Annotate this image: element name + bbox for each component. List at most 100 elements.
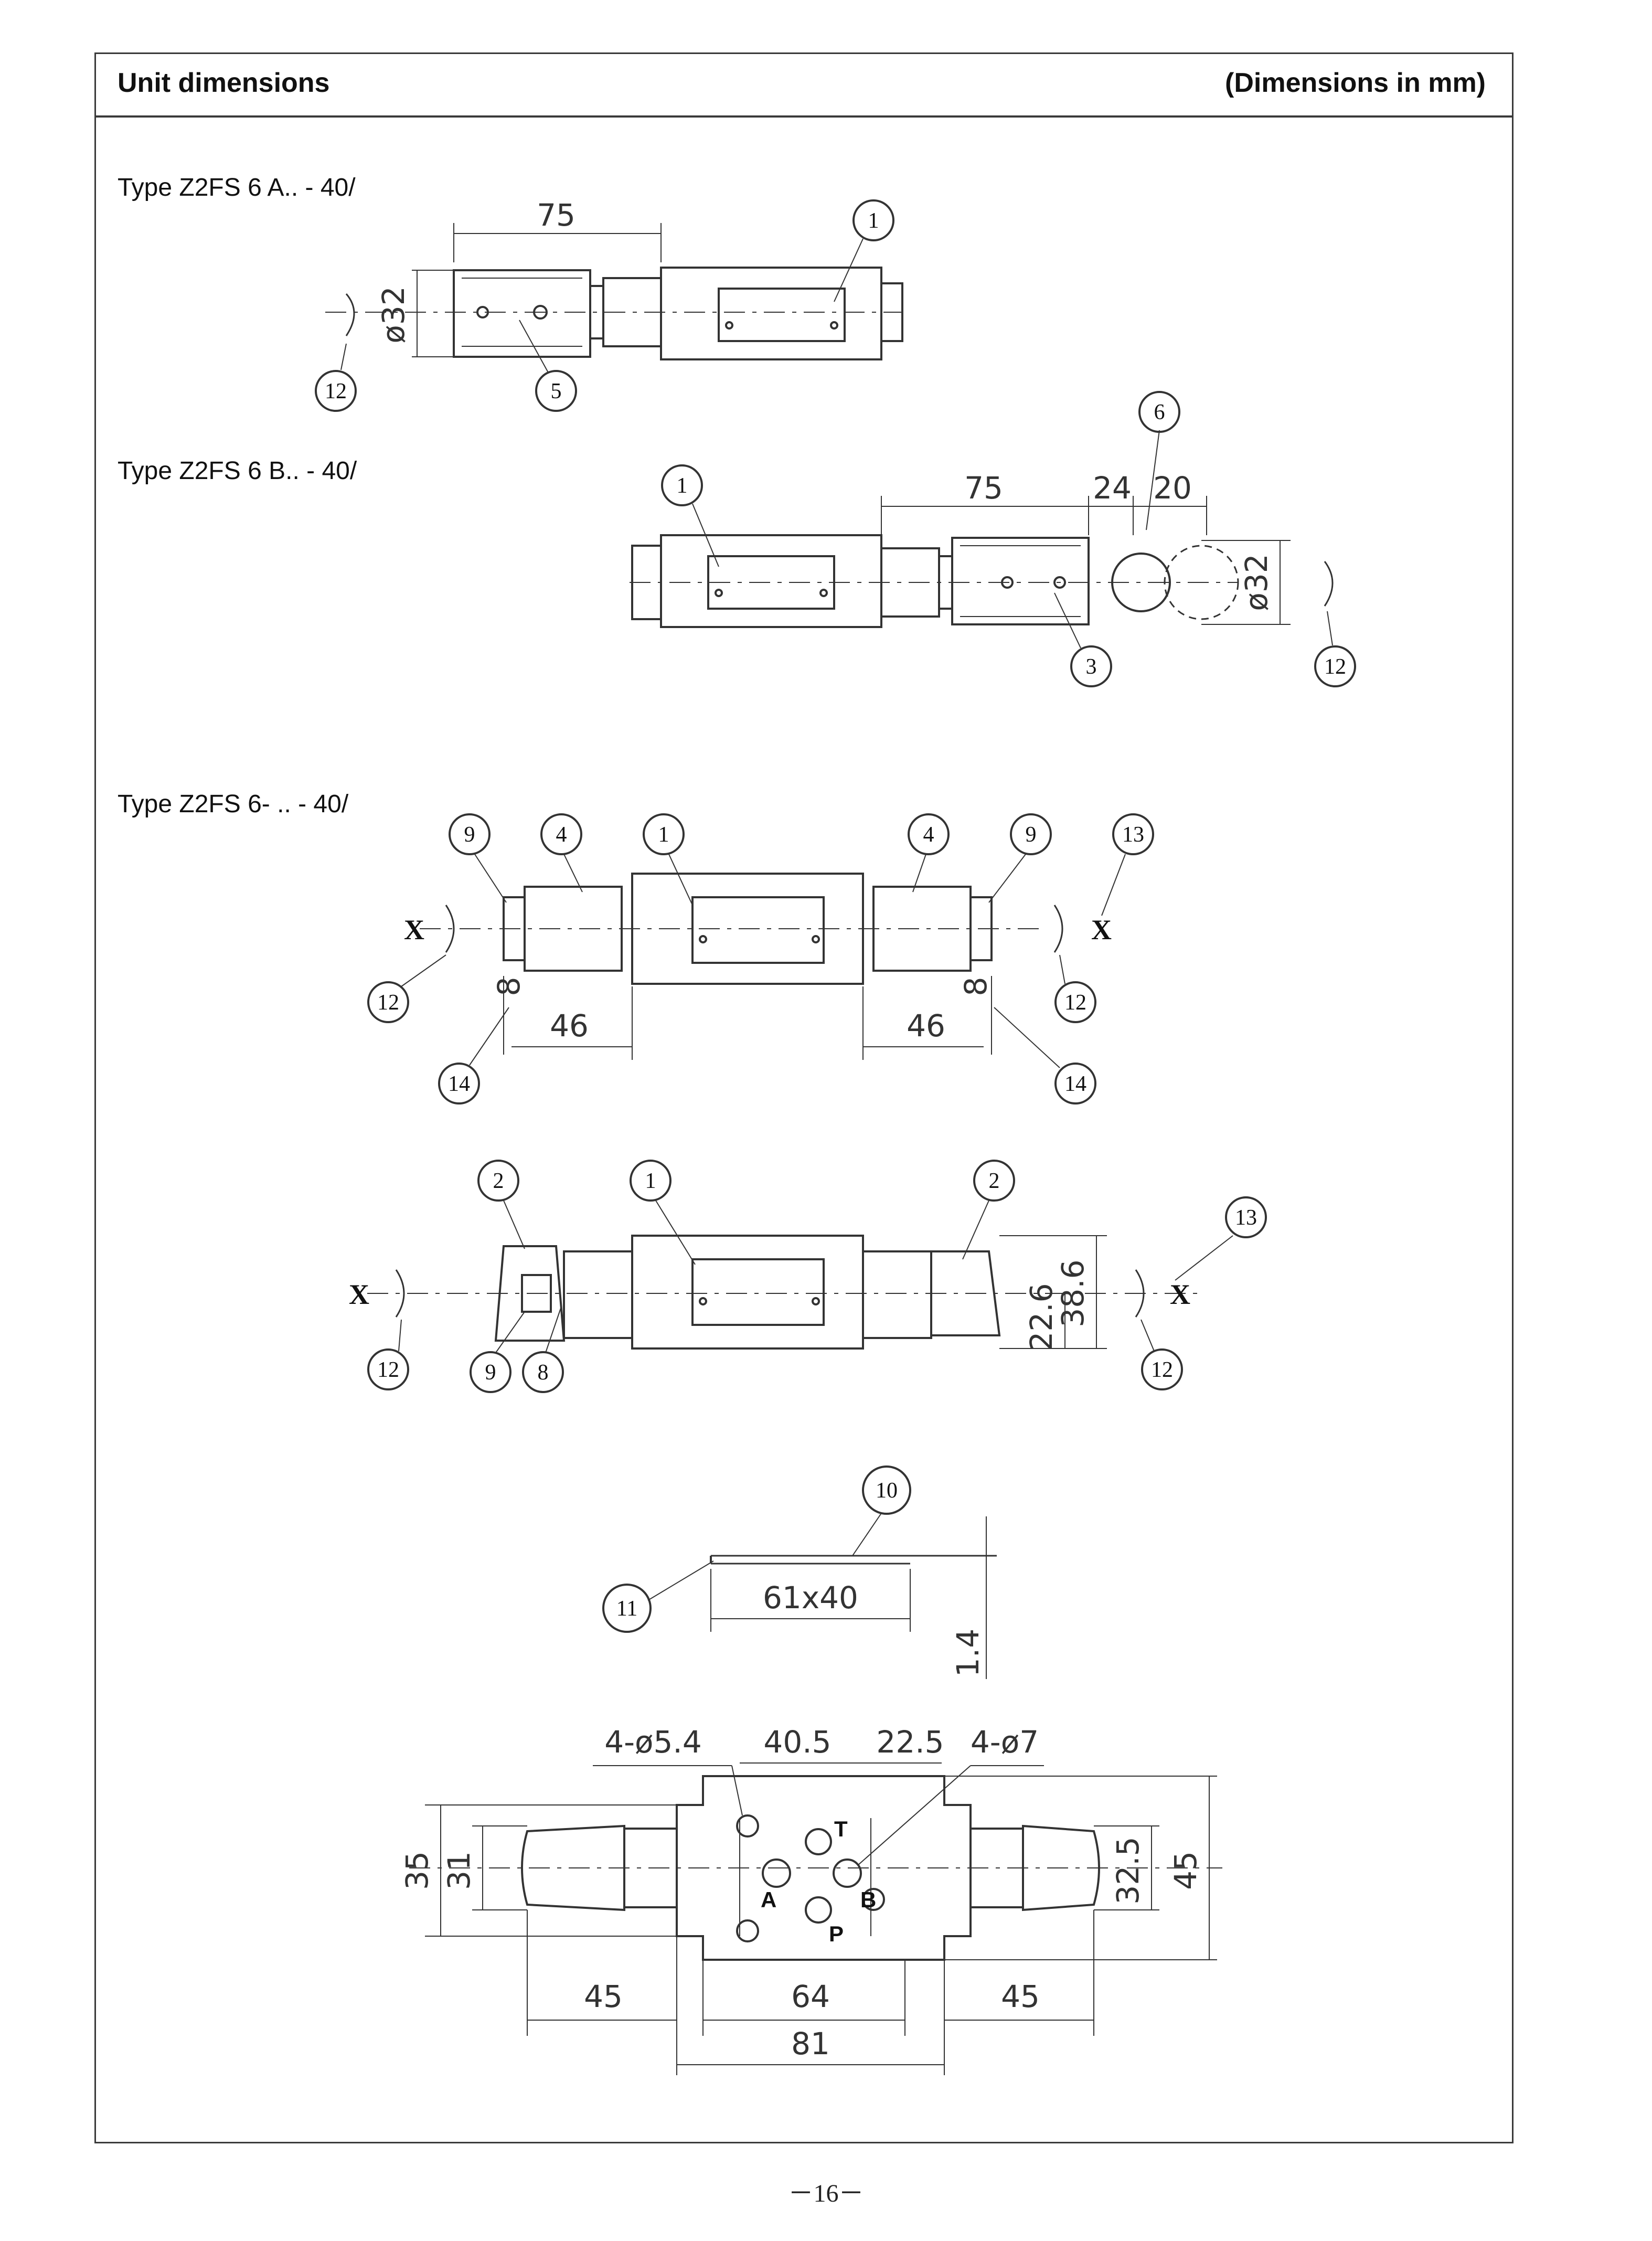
port-t-hole <box>805 1828 832 1855</box>
callout-6: 6 <box>1154 400 1165 424</box>
dim-20: 20 <box>1153 470 1192 506</box>
thread-right <box>969 896 993 961</box>
callout-5: 5 <box>551 379 562 403</box>
dim-81: 81 <box>791 2026 830 2062</box>
type-c-drawing: 8 46 8 46 X X 9 4 1 4 9 13 12 12 14 14 <box>367 813 1154 1104</box>
callout-circle <box>315 370 357 412</box>
screw-icon <box>476 306 489 318</box>
lock-handle <box>1111 553 1171 612</box>
callout-circle <box>852 199 894 241</box>
section-title: Unit dimensions <box>118 68 330 98</box>
callout-1-c: 1 <box>658 823 669 847</box>
nameplate-detail: 61x40 1.4 10 11 <box>602 1465 997 1679</box>
bottom-view: A T B P 4-ø5.4 40.5 22.5 4-ø7 35 31 32.5… <box>399 1724 1222 2075</box>
dim-8-left: 8 <box>491 977 527 996</box>
callout-circle <box>535 370 577 412</box>
dim-4-d7: 4-ø7 <box>971 1724 1039 1760</box>
dim-46-left: 46 <box>550 1008 589 1044</box>
type-b-drawing: 75 24 20 ø32 1 6 3 12 <box>630 391 1356 687</box>
page-number: －16－ <box>788 2180 864 2207</box>
type-d-drawing: 22.6 38.6 X X 2 1 2 13 12 9 8 12 <box>349 1160 1267 1393</box>
dim-75-b: 75 <box>964 470 1003 506</box>
valve-body <box>631 873 864 985</box>
callout-12-e: 12 <box>377 1358 399 1382</box>
callout-9-c: 9 <box>485 1361 496 1385</box>
rotation-arrow-icon <box>1053 905 1063 953</box>
cap-right <box>930 1250 1001 1336</box>
dim-46-right: 46 <box>907 1008 945 1044</box>
mounting-hole <box>862 1888 885 1911</box>
page-frame <box>94 52 1514 2143</box>
type-a-drawing: 75 ø32 1 5 12 <box>315 197 903 412</box>
callout-14: 14 <box>448 1072 470 1096</box>
header-rule <box>94 115 1514 118</box>
rotation-arrow-icon <box>445 905 455 953</box>
callout-12: 12 <box>325 379 347 403</box>
callout-13-b: 13 <box>1235 1206 1257 1230</box>
port-a: A <box>761 1887 776 1912</box>
x-label-d-left: X <box>349 1279 369 1310</box>
dim-22-6: 22.6 <box>1024 1283 1059 1351</box>
mounting-hole <box>736 1919 759 1942</box>
callout-12-f: 12 <box>1151 1358 1173 1382</box>
callout-14-b: 14 <box>1064 1072 1086 1096</box>
x-label-right: X <box>1091 914 1112 946</box>
callout-9: 9 <box>464 823 475 847</box>
callout-1-b: 1 <box>677 474 688 498</box>
dim-dia-32-b: ø32 <box>1239 554 1274 611</box>
dim-75: 75 <box>537 197 575 233</box>
dim-8-right: 8 <box>958 977 994 996</box>
dim-32-5: 32.5 <box>1110 1836 1146 1904</box>
nut-left <box>563 1250 633 1339</box>
adjuster-knob <box>453 269 591 358</box>
lock-handle-swing <box>1164 545 1239 620</box>
cap-right <box>1022 1824 1100 1911</box>
port-p-hole <box>805 1896 832 1924</box>
dim-45-right: 45 <box>1168 1851 1203 1890</box>
nut-left <box>524 886 623 972</box>
dim-4-d5-4: 4-ø5.4 <box>604 1724 702 1760</box>
dim-45-bottom-right: 45 <box>1001 1979 1040 2014</box>
mounting-hole <box>736 1814 759 1838</box>
cap-left <box>521 1824 625 1911</box>
callout-11: 11 <box>616 1597 637 1621</box>
port-a-hole <box>762 1858 791 1888</box>
type-c-label: Type Z2FS 6- .. - 40/ <box>118 790 349 818</box>
dim-64: 64 <box>791 1979 830 2014</box>
nut-left <box>623 1828 678 1908</box>
type-b-label: Type Z2FS 6 B.. - 40/ <box>118 457 357 485</box>
type-a-label: Type Z2FS 6 A.. - 40/ <box>118 174 356 201</box>
valve-body <box>631 1235 864 1350</box>
port-b-hole <box>833 1858 862 1888</box>
callout-12-d: 12 <box>1064 991 1086 1015</box>
nameplate <box>718 288 846 342</box>
nameplate <box>691 1258 825 1326</box>
dim-61x40: 61x40 <box>763 1580 858 1616</box>
dim-35: 35 <box>399 1851 435 1890</box>
x-label-d-right: X <box>1170 1279 1190 1310</box>
end-cap <box>880 282 903 342</box>
nameplate <box>707 555 835 610</box>
port-p: P <box>829 1921 844 1946</box>
valve-body <box>660 267 882 360</box>
callout-2-b: 2 <box>989 1169 1000 1193</box>
port-b: B <box>860 1887 876 1912</box>
rotation-arrow-icon <box>345 293 355 336</box>
dim-45-bottom-left: 45 <box>584 1979 623 2014</box>
callout-1: 1 <box>868 209 879 233</box>
adjuster-knob <box>951 537 1090 625</box>
dim-22-5: 22.5 <box>876 1724 944 1760</box>
callout-12-c: 12 <box>377 991 399 1015</box>
port-t: T <box>834 1817 848 1841</box>
callout-8: 8 <box>538 1361 549 1385</box>
callout-4: 4 <box>556 823 567 847</box>
callout-10: 10 <box>876 1479 898 1503</box>
cap-left <box>494 1245 566 1342</box>
nut-right <box>862 1250 932 1339</box>
callout-1-d: 1 <box>645 1169 656 1193</box>
x-label-left: X <box>404 914 424 946</box>
units-note: (Dimensions in mm) <box>1225 68 1486 98</box>
callout-12-b: 12 <box>1324 655 1346 679</box>
callout-13: 13 <box>1122 823 1144 847</box>
